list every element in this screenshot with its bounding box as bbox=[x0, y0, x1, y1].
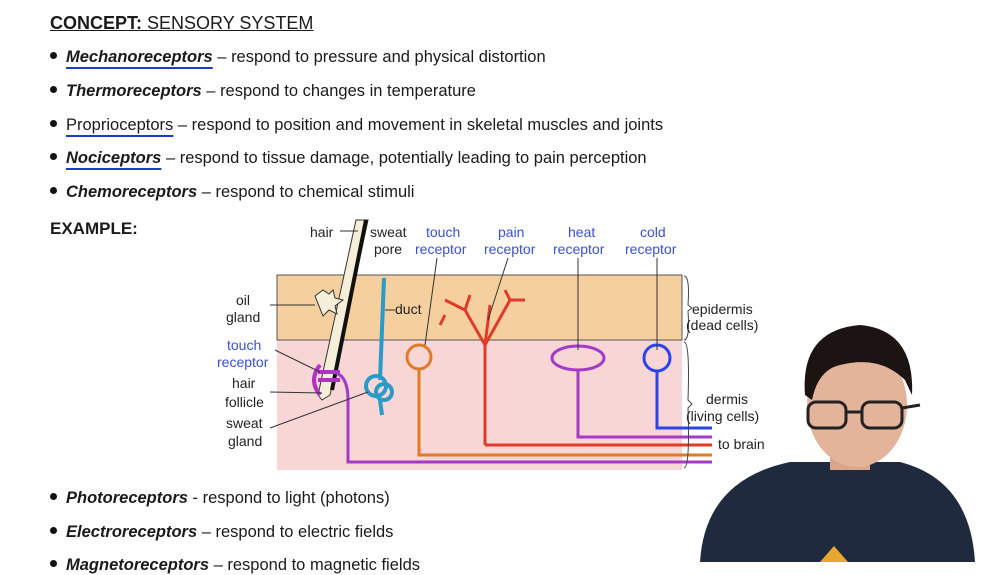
label-hair: hair bbox=[310, 224, 334, 240]
slide-title: CONCEPT: SENSORY SYSTEM bbox=[50, 13, 313, 34]
desc: position and movement in skeletal muscle… bbox=[274, 116, 664, 134]
bullet-dot bbox=[50, 52, 57, 60]
bullet-dot bbox=[50, 527, 57, 535]
bullet-thermoreceptors: Thermoreceptors – respond to changes in … bbox=[50, 82, 476, 101]
label-pain-receptor-2: receptor bbox=[484, 241, 536, 257]
label-epidermis: epidermis bbox=[692, 301, 753, 317]
sep: – respond to bbox=[212, 48, 314, 66]
label-oil-gland-2: gland bbox=[226, 309, 260, 325]
bullet-dot bbox=[50, 86, 57, 94]
sweat-duct bbox=[378, 277, 386, 381]
label-heat-receptor: heat bbox=[568, 224, 595, 240]
label-touch-receptor-left: touch bbox=[227, 337, 261, 353]
label-sweat-pore: sweat bbox=[370, 224, 407, 240]
title-bold: CONCEPT: bbox=[50, 13, 143, 33]
skin-receptor-diagram: hair sweat pore touch receptor pain rece… bbox=[217, 219, 975, 562]
label-sweat-gland: sweat bbox=[226, 415, 263, 431]
sep: – respond to bbox=[209, 556, 310, 574]
bullet-chemoreceptors: Chemoreceptors – respond to chemical sti… bbox=[50, 183, 414, 202]
label-dermis: dermis bbox=[706, 391, 748, 407]
label-touch-receptor: touch bbox=[426, 224, 460, 240]
desc: electric fields bbox=[298, 523, 394, 541]
label-duct: duct bbox=[395, 301, 422, 317]
label-cold-receptor: cold bbox=[640, 224, 666, 240]
sep: – respond to bbox=[201, 82, 303, 100]
bullet-magnetoreceptors: Magnetoreceptors – respond to magnetic f… bbox=[50, 556, 420, 575]
bullet-dot bbox=[50, 153, 57, 161]
bullet-dot bbox=[50, 560, 57, 568]
bullet-dot bbox=[50, 493, 57, 501]
sep: - respond to bbox=[187, 489, 286, 507]
label-sweat-gland-2: gland bbox=[228, 433, 262, 449]
label-hair-follicle: hair bbox=[232, 375, 256, 391]
desc: light (photons) bbox=[285, 489, 390, 507]
bullet-mechanoreceptors: Mechanoreceptors – respond to pressure a… bbox=[50, 48, 546, 67]
label-oil-gland: oil bbox=[236, 292, 250, 308]
presenter-video bbox=[700, 325, 975, 562]
desc: pressure and physical distortion bbox=[313, 48, 546, 66]
label-epidermis-2: (dead cells) bbox=[686, 317, 758, 333]
sep: – respond to bbox=[173, 116, 275, 134]
term: Chemoreceptors bbox=[66, 183, 198, 201]
term: Photoreceptors bbox=[66, 489, 188, 507]
sep: – respond to bbox=[197, 523, 299, 541]
desc: changes in temperature bbox=[302, 82, 476, 100]
title-rest: SENSORY SYSTEM bbox=[147, 13, 314, 33]
sep: – respond to bbox=[161, 149, 263, 167]
glasses-icon bbox=[806, 400, 921, 430]
term: Mechanoreceptors bbox=[66, 48, 213, 66]
label-heat-receptor-2: receptor bbox=[553, 241, 605, 257]
label-dermis-2: (living cells) bbox=[686, 408, 759, 424]
bullet-electroreceptors: Electroreceptors – respond to electric f… bbox=[50, 523, 393, 542]
presenter-shirt bbox=[700, 462, 975, 562]
presenter-hair bbox=[804, 325, 913, 400]
bullet-nociceptors: Nociceptors – respond to tissue damage, … bbox=[50, 149, 647, 168]
sep: – respond to bbox=[197, 183, 299, 201]
term: Thermoreceptors bbox=[66, 82, 202, 100]
bullet-dot bbox=[50, 187, 57, 195]
desc: magnetic fields bbox=[309, 556, 420, 574]
oil-gland-shape bbox=[314, 289, 345, 317]
label-cold-receptor-2: receptor bbox=[625, 241, 677, 257]
bullet-proprioceptors: Proprioceptors – respond to position and… bbox=[50, 116, 663, 135]
bullet-photoreceptors: Photoreceptors - respond to light (photo… bbox=[50, 489, 390, 508]
example-label: EXAMPLE: bbox=[50, 219, 138, 238]
term: Nociceptors bbox=[66, 149, 162, 167]
term: Electroreceptors bbox=[66, 523, 198, 541]
dermis-layer bbox=[277, 340, 682, 470]
label-sweat-pore-2: pore bbox=[374, 241, 402, 257]
label-pain-receptor: pain bbox=[498, 224, 524, 240]
term: Proprioceptors bbox=[66, 116, 174, 134]
pain-receptor-shape bbox=[438, 289, 525, 445]
bullet-dot bbox=[50, 120, 57, 128]
desc: chemical stimuli bbox=[298, 183, 415, 201]
label-touch-receptor-2: receptor bbox=[415, 241, 467, 257]
hair bbox=[330, 219, 368, 391]
desc: tissue damage, potentially leading to pa… bbox=[262, 149, 647, 167]
term: Magnetoreceptors bbox=[66, 556, 210, 574]
label-to-brain: to brain bbox=[718, 436, 765, 452]
label-touch-receptor-left-2: receptor bbox=[217, 354, 269, 370]
presenter-face bbox=[807, 343, 907, 467]
label-hair-follicle-2: follicle bbox=[225, 394, 264, 410]
